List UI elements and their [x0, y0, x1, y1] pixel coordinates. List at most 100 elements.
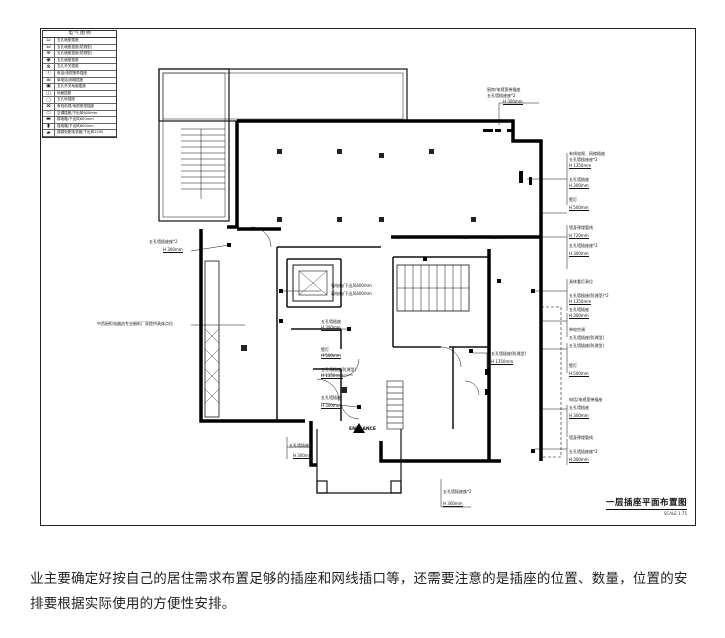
legend-row: ▭空调插座/下出风600mm [43, 110, 116, 118]
annotation: 五孔墙插座(防溅型) [569, 343, 605, 348]
annotation: 五孔墙插座座*2 [443, 489, 472, 494]
dimension: 470 [393, 235, 401, 240]
outlet-marks [227, 129, 535, 453]
floor-plan [158, 68, 568, 508]
annotation: 五孔墙插座座*2 [569, 243, 598, 248]
columns [241, 149, 476, 393]
annotation: H 300mm [569, 457, 589, 463]
annotation: 五孔墙插座 [321, 319, 341, 324]
annotation: H 300mm [503, 99, 523, 105]
legend-row: ▣五孔开关地面插座 [43, 84, 116, 91]
annotation: 具体看灯具位 [569, 279, 593, 284]
legend-row: ▮强电箱/下出风600mm [43, 123, 116, 131]
annotation: 五孔墙插座座*2 [487, 93, 516, 98]
annotation: H 500mm [569, 205, 589, 211]
entrance-stair [386, 380, 404, 430]
legend-row: ⊟五孔墙座插座(防溅型) [43, 44, 116, 52]
annotation: H 300mm [163, 247, 183, 253]
annotation: H 300mm [569, 313, 589, 319]
stair-left-inner [162, 72, 226, 218]
outlet-symbol-icon: ◉ [43, 57, 55, 64]
annotation: H 720mm [569, 233, 589, 239]
legend-row: ◉五孔墙座插座 [43, 57, 116, 65]
ac-outlet-icon: ▭ [43, 110, 55, 117]
annotation: 壁灯 [321, 347, 329, 352]
annotation: 五孔墙插座(防溅型)*2 [569, 293, 609, 298]
elevator-car [298, 270, 328, 296]
floor-outlet-icon: ▣ [43, 84, 55, 90]
stair-left-outline [158, 68, 230, 222]
phone-outlet-icon: ⊞ [43, 77, 55, 84]
caption-paragraph: 业主要确定好按自己的居住需求布置足够的插座和网线插口等，还需要注意的是插座的位置… [30, 571, 688, 612]
annotation: 有线电视、网络插座 [569, 151, 605, 156]
annotation: 弱电箱/下出风600mm [331, 291, 372, 296]
annotation: 强电箱/下出风600mm [331, 283, 372, 288]
legend-row: ⊕五孔墙座插座(防溅型) [43, 51, 116, 58]
drawing-title: 一层插座平面布置图 [605, 498, 687, 510]
annotation: 五孔墙插座 [321, 395, 341, 400]
annotation: H 300mm [569, 413, 589, 419]
dimension: H 1350mm [485, 235, 508, 240]
annotation: 五孔墙插座 [569, 177, 589, 182]
legend-row: ▰强弱电配电总箱/下出风1200 [43, 130, 116, 137]
annotation: H 500mm [321, 353, 341, 359]
annotation: H 300mm [321, 403, 341, 409]
tv-outlet-icon: ⊠ [43, 103, 55, 110]
annotation: 五孔墙插座(防溅型) [321, 367, 357, 372]
annotation: H 300mm [443, 501, 463, 507]
outlet-symbol-icon: ⊡ [43, 38, 55, 44]
annotation: 五孔墙插座座 [289, 443, 313, 448]
leader-lines [190, 102, 568, 508]
annotation: 五孔墙插座座*2 [149, 239, 178, 244]
legend-row: ⊞单电话/网络插座 [43, 77, 116, 85]
annotation: 壁灯 [569, 363, 577, 368]
annotation: 壁灯 [569, 197, 577, 202]
legend-row: ⊠有线电视/电视宽带插座 [43, 103, 116, 111]
stair-left-treads [181, 128, 225, 199]
entrance-label: ENTRANCE [349, 427, 376, 432]
annotation: H 1350mm [569, 163, 592, 169]
kitchen-cabinet-left [204, 260, 220, 418]
annotation: 五孔墙插座座*2 [569, 157, 598, 162]
annotation: 五孔墙插座 [569, 405, 589, 410]
door-swings [250, 226, 480, 420]
annotation: H 300mm [569, 183, 589, 189]
legend-title: 电 气 图 例 [43, 31, 116, 38]
annotation: 墙身预埋管线 [569, 225, 593, 230]
main-box-icon: ▰ [43, 130, 55, 136]
annotation: H 300mm [569, 251, 589, 257]
terrace-inner [162, 72, 404, 120]
annotation: 厨房/电视宽带插座 [487, 87, 521, 92]
stair-right-treads [397, 265, 469, 311]
floor-outlet-icon: ▢ [43, 97, 55, 103]
right-extension [540, 306, 562, 458]
entrance-porch [316, 429, 402, 494]
annotation: 五孔墙插座 [569, 307, 589, 312]
legend-row: ▬弱电箱/下出风600mm [43, 117, 116, 124]
scale-label: SCALE 1:75 [663, 511, 687, 516]
title-block: 一层插座平面布置图 SCALE 1:75 [605, 496, 687, 516]
legend-row: ⊗五孔开关插座 [43, 64, 116, 71]
annotation: H 1350mm [321, 373, 344, 379]
annotation: 带电空调 [569, 327, 585, 332]
legend-table: 电 气 图 例 ⊡五孔墙座插座 ⊟五孔墙座插座(防溅型) ⊕五孔墙座插座(防溅型… [42, 30, 117, 138]
splash-outlet-icon: ⊕ [43, 51, 55, 57]
elevator-shaft [292, 264, 334, 302]
legend-row: ▢五孔地插座 [43, 97, 116, 104]
dimension: 610 [461, 235, 469, 240]
strong-box-icon: ▮ [43, 123, 55, 130]
legend-row: ◫地面插座 [43, 90, 116, 98]
annotation: 五孔墙插座座*2 [569, 449, 598, 454]
annotation: H 1350mm [569, 299, 592, 305]
drawing-sheet: 电 气 图 例 ⊡五孔墙座插座 ⊟五孔墙座插座(防溅型) ⊕五孔墙座插座(防溅型… [40, 28, 696, 526]
annotation: H 300mm [293, 453, 313, 459]
annotation: 中西厨柜电器由专业橱柜厂家提供具体点位 [97, 321, 173, 326]
annotation: 五孔墙插座(防溅型) [569, 335, 605, 340]
floor-outlet-icon: ◫ [43, 90, 55, 97]
annotation: H 300mm [321, 325, 341, 331]
annotation: 电话/电视宽带插座 [569, 397, 603, 402]
terrace-outline [158, 68, 408, 122]
interior-partitions [276, 246, 489, 429]
switch-outlet-icon: ⊗ [43, 64, 55, 70]
